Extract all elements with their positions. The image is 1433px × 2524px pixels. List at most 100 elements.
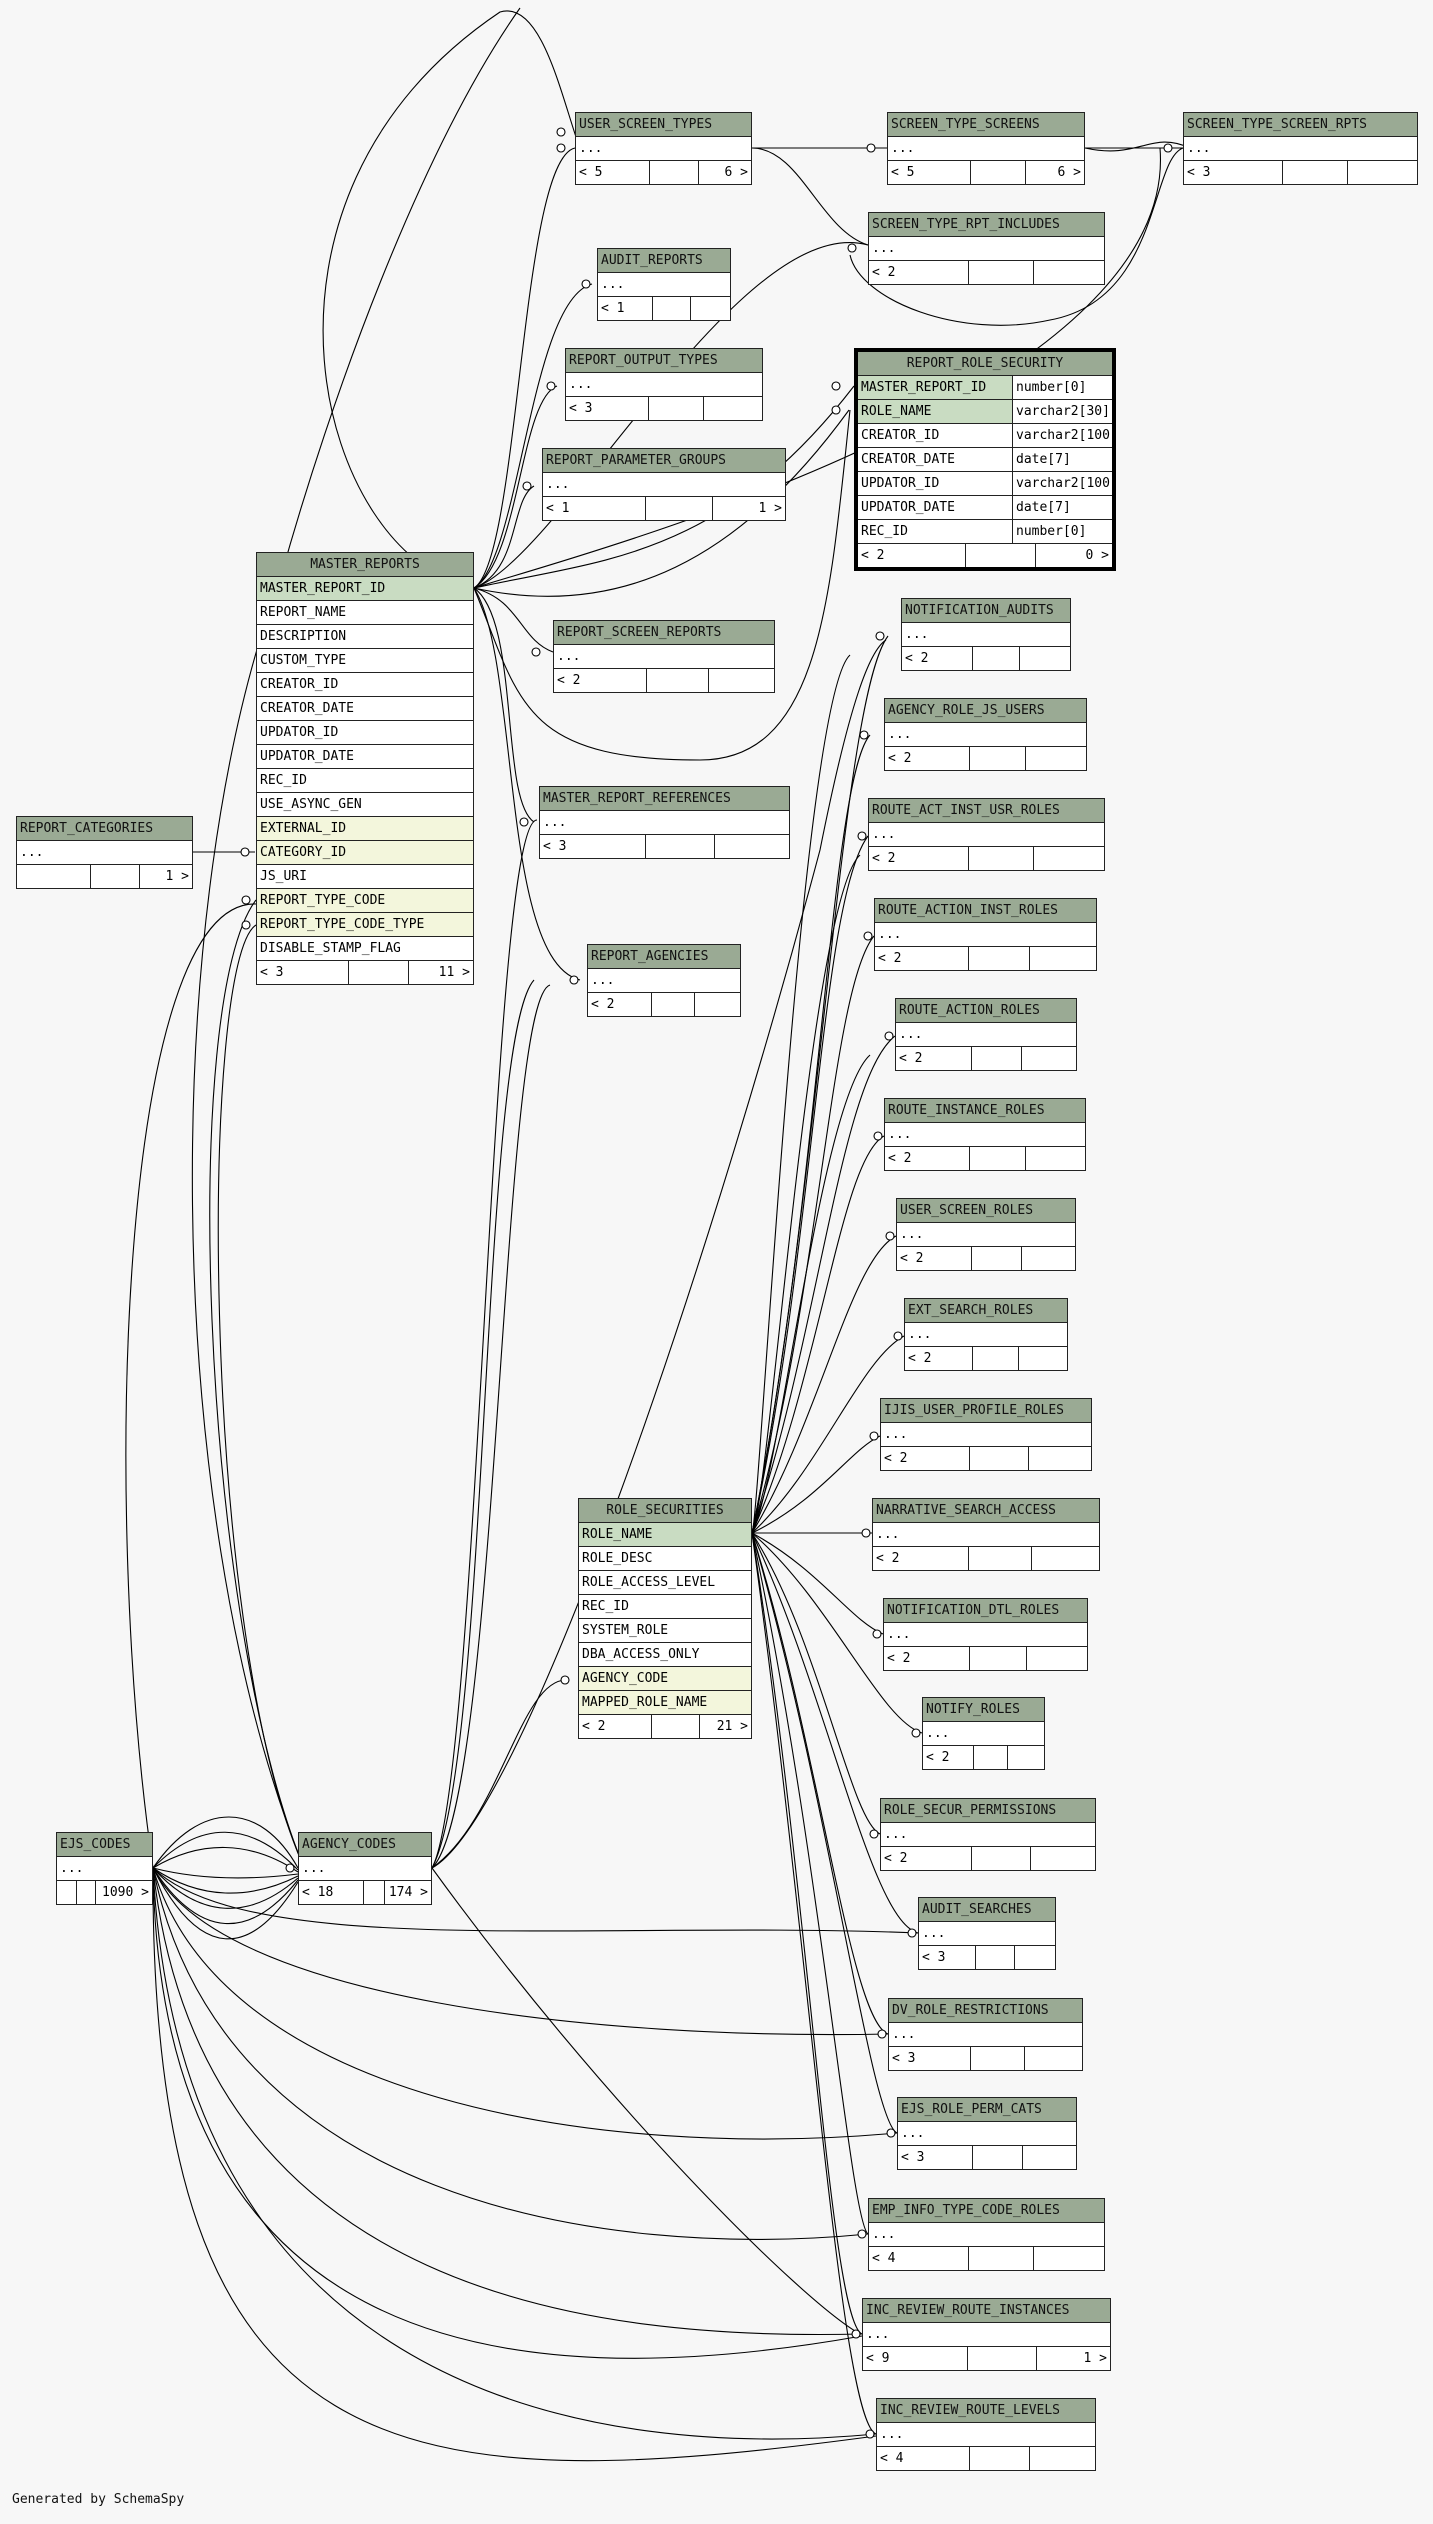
row-counts: < 2: [905, 1347, 1067, 1370]
table-report-screen-reports[interactable]: REPORT_SCREEN_REPORTS ... < 2: [553, 620, 775, 693]
cardinality-marks: [240, 127, 1173, 2439]
table-ejs-codes[interactable]: EJS_CODES ... 1090 >: [56, 1832, 153, 1905]
column-name: ROLE_ACCESS_LEVEL: [582, 1575, 716, 1590]
row-counts: < 2: [885, 1147, 1085, 1170]
table-title: EXT_SEARCH_ROLES: [905, 1299, 1067, 1323]
table-route-action-inst-roles[interactable]: ROUTE_ACTION_INST_ROLES ... < 2: [874, 898, 1097, 971]
column-ellipsis: ...: [888, 1127, 912, 1142]
table-master-report-references[interactable]: MASTER_REPORT_REFERENCES ... < 3: [539, 786, 790, 859]
column-name: REPORT_TYPE_CODE: [257, 889, 473, 912]
column-ellipsis: ...: [1187, 141, 1211, 156]
column-name: AGENCY_CODE: [579, 1667, 751, 1690]
row-counts: < 2: [588, 993, 740, 1016]
table-role-secur-permissions[interactable]: ROLE_SECUR_PERMISSIONS ... < 2: [880, 1798, 1096, 1871]
table-title: SCREEN_TYPE_SCREENS: [888, 113, 1084, 137]
table-title: REPORT_CATEGORIES: [17, 817, 192, 841]
table-title: MASTER_REPORT_REFERENCES: [540, 787, 789, 811]
table-notification-dtl-roles[interactable]: NOTIFICATION_DTL_ROLES ... < 2: [883, 1598, 1088, 1671]
column-ellipsis: ...: [887, 1627, 911, 1642]
table-report-agencies[interactable]: REPORT_AGENCIES ... < 2: [587, 944, 741, 1017]
table-title: NARRATIVE_SEARCH_ACCESS: [873, 1499, 1099, 1523]
table-audit-searches[interactable]: AUDIT_SEARCHES ... < 3: [918, 1897, 1056, 1970]
table-agency-role-js-users[interactable]: AGENCY_ROLE_JS_USERS ... < 2: [884, 698, 1087, 771]
table-master-reports[interactable]: MASTER_REPORTS MASTER_REPORT_ID REPORT_N…: [256, 552, 474, 985]
column-ellipsis: ...: [579, 141, 603, 156]
column-ellipsis: ...: [591, 973, 615, 988]
row-counts: < 3: [566, 397, 762, 420]
table-title: REPORT_SCREEN_REPORTS: [554, 621, 774, 645]
column-ellipsis: ...: [922, 1926, 946, 1941]
table-inc-review-route-levels[interactable]: INC_REVIEW_ROUTE_LEVELS ... < 4: [876, 2398, 1096, 2471]
table-title: AUDIT_SEARCHES: [919, 1898, 1055, 1922]
table-title: NOTIFICATION_DTL_ROLES: [884, 1599, 1087, 1623]
row-counts: < 2: [896, 1047, 1076, 1070]
column-ellipsis: ...: [905, 627, 929, 642]
table-report-categories[interactable]: REPORT_CATEGORIES ... 1 >: [16, 816, 193, 889]
table-title: REPORT_OUTPUT_TYPES: [566, 349, 762, 373]
table-title: AGENCY_ROLE_JS_USERS: [885, 699, 1086, 723]
table-title: DV_ROLE_RESTRICTIONS: [889, 1999, 1082, 2023]
column-ellipsis: ...: [876, 1527, 900, 1542]
table-screen-type-rpt-includes[interactable]: SCREEN_TYPE_RPT_INCLUDES ... < 2: [868, 212, 1105, 285]
column-ellipsis: ...: [878, 927, 902, 942]
column-type: date[7]: [1012, 448, 1112, 471]
column-ellipsis: ...: [872, 827, 896, 842]
table-title: SCREEN_TYPE_RPT_INCLUDES: [869, 213, 1104, 237]
table-notify-roles[interactable]: NOTIFY_ROLES ... < 2: [922, 1697, 1045, 1770]
column-name: MAPPED_ROLE_NAME: [579, 1691, 751, 1714]
table-ext-search-roles[interactable]: EXT_SEARCH_ROLES ... < 2: [904, 1298, 1068, 1371]
row-counts: < 3: [919, 1946, 1055, 1969]
table-report-output-types[interactable]: REPORT_OUTPUT_TYPES ... < 3: [565, 348, 763, 421]
table-audit-reports[interactable]: AUDIT_REPORTS ... < 1: [597, 248, 731, 321]
table-ejs-role-perm-cats[interactable]: EJS_ROLE_PERM_CATS ... < 3: [897, 2097, 1077, 2170]
column-ellipsis: ...: [543, 815, 567, 830]
table-narrative-search-access[interactable]: NARRATIVE_SEARCH_ACCESS ... < 2: [872, 1498, 1100, 1571]
row-counts: 1 >: [17, 865, 192, 888]
table-emp-info-type-code-roles[interactable]: EMP_INFO_TYPE_CODE_ROLES ... < 4: [868, 2198, 1105, 2271]
table-route-action-roles[interactable]: ROUTE_ACTION_ROLES ... < 2: [895, 998, 1077, 1071]
table-screen-type-screen-rpts[interactable]: SCREEN_TYPE_SCREEN_RPTS ... < 3: [1183, 112, 1418, 185]
column-type: date[7]: [1012, 496, 1112, 519]
table-title: ROLE_SECUR_PERMISSIONS: [881, 1799, 1095, 1823]
column-ellipsis: ...: [557, 649, 581, 664]
column-name: CUSTOM_TYPE: [260, 653, 347, 668]
table-ijis-user-profile-roles[interactable]: IJIS_USER_PROFILE_ROLES ... < 2: [880, 1398, 1092, 1471]
table-title: ROUTE_ACTION_ROLES: [896, 999, 1076, 1023]
table-title: MASTER_REPORTS: [257, 553, 473, 577]
table-title: ROUTE_INSTANCE_ROLES: [885, 1099, 1085, 1123]
table-title: USER_SCREEN_TYPES: [576, 113, 751, 137]
table-route-instance-roles[interactable]: ROUTE_INSTANCE_ROLES ... < 2: [884, 1098, 1086, 1171]
table-notification-audits[interactable]: NOTIFICATION_AUDITS ... < 2: [901, 598, 1071, 671]
column-name: ROLE_DESC: [582, 1551, 653, 1566]
column-ellipsis: ...: [900, 1227, 924, 1242]
table-dv-role-restrictions[interactable]: DV_ROLE_RESTRICTIONS ... < 3: [888, 1998, 1083, 2071]
table-title: REPORT_AGENCIES: [588, 945, 740, 969]
column-name: SYSTEM_ROLE: [582, 1623, 669, 1638]
row-counts: < 2: [884, 1647, 1087, 1670]
column-name: MASTER_REPORT_ID: [858, 376, 1012, 399]
table-role-securities[interactable]: ROLE_SECURITIES ROLE_NAME ROLE_DESC ROLE…: [578, 1498, 752, 1739]
column-ellipsis: ...: [872, 241, 896, 256]
column-name: CREATOR_ID: [861, 428, 940, 443]
column-name: UPDATOR_DATE: [260, 749, 354, 764]
screen-type-links: [751, 141, 1191, 326]
table-user-screen-roles[interactable]: USER_SCREEN_ROLES ... < 2: [896, 1198, 1076, 1271]
role-securities-links: [751, 635, 923, 2435]
column-name: UPDATOR_DATE: [861, 500, 955, 515]
row-counts: < 1: [598, 297, 730, 320]
table-title: REPORT_ROLE_SECURITY: [858, 352, 1112, 376]
table-title: NOTIFY_ROLES: [923, 1698, 1044, 1722]
table-route-act-inst-usr-roles[interactable]: ROUTE_ACT_INST_USR_ROLES ... < 2: [868, 798, 1105, 871]
table-title: ROUTE_ACT_INST_USR_ROLES: [869, 799, 1104, 823]
